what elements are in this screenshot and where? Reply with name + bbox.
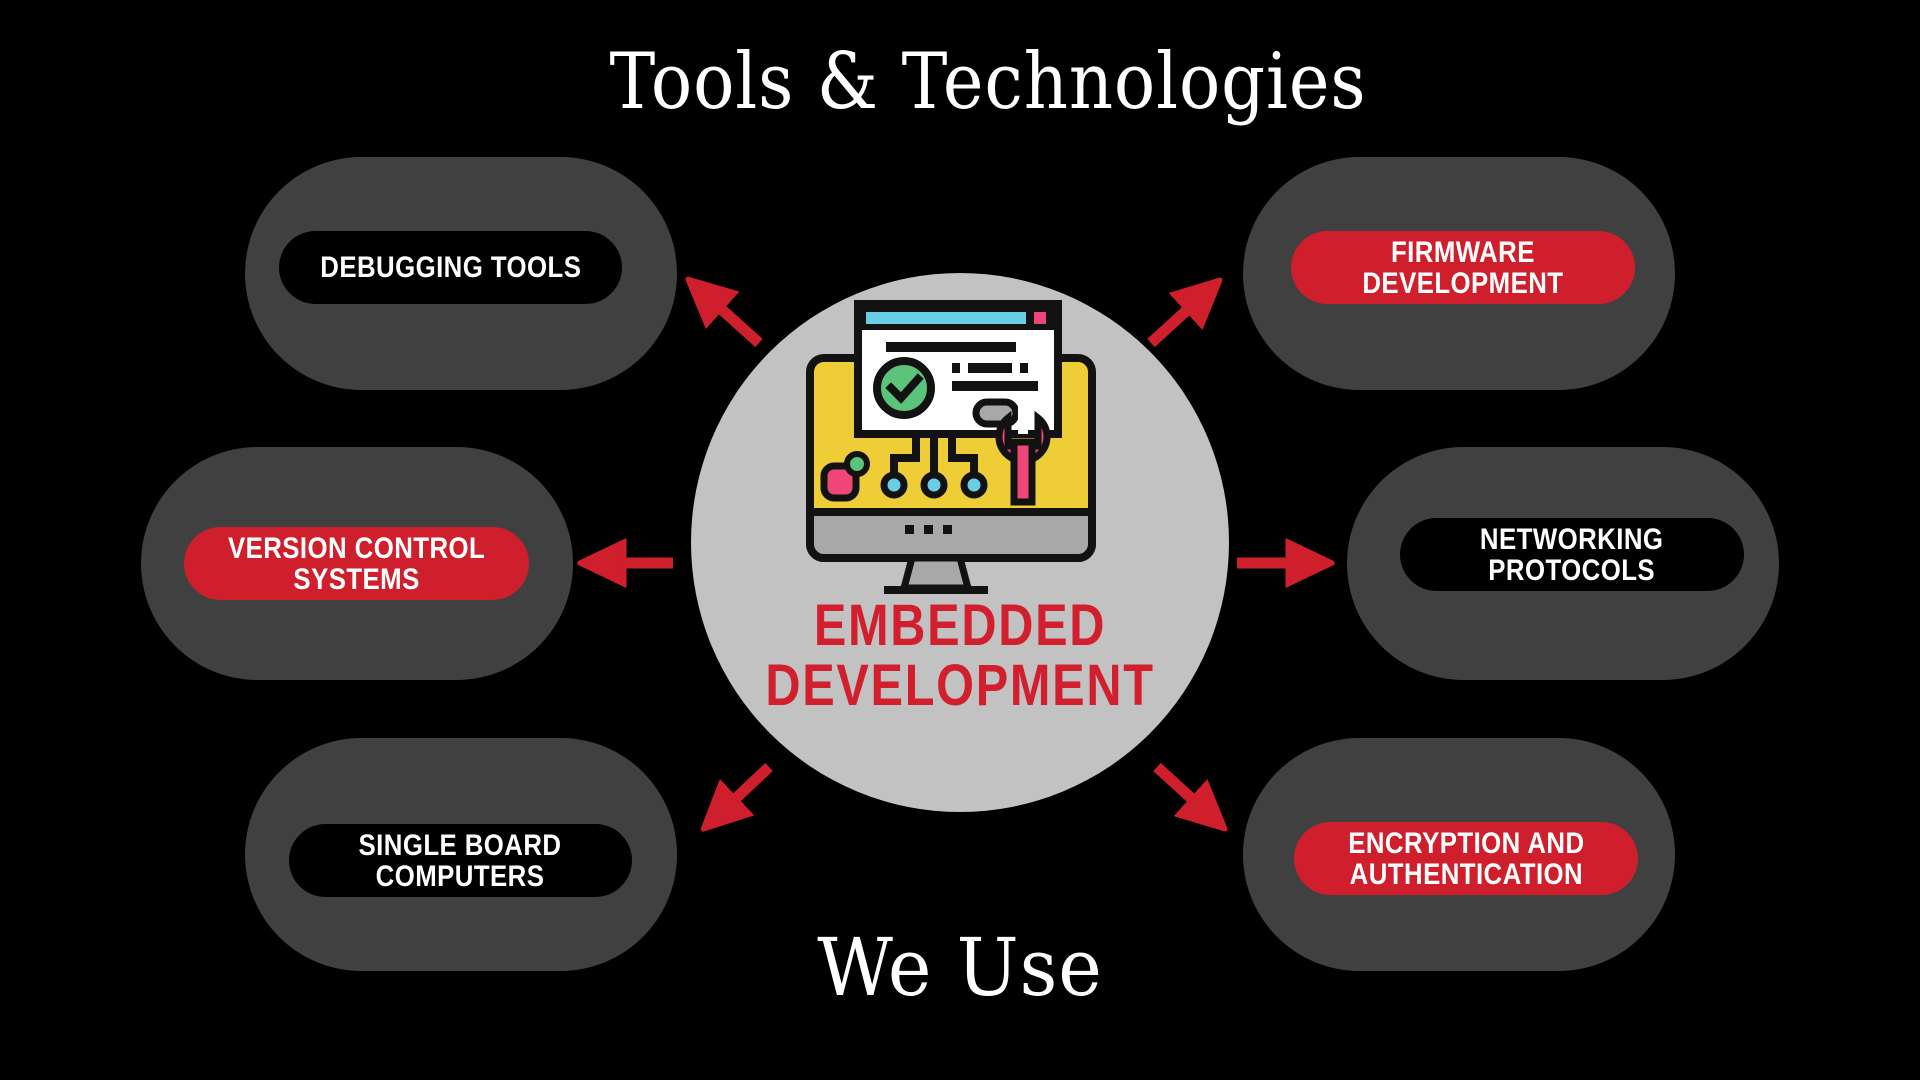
node-chip-firmware-development: FIRMWARE DEVELOPMENT <box>1291 231 1635 304</box>
node-chip-version-control-systems: VERSION CONTROL SYSTEMS <box>184 527 529 600</box>
page-subtitle: We Use <box>817 921 1103 1014</box>
node-card-version-control-systems[interactable]: VERSION CONTROL SYSTEMS <box>141 447 573 680</box>
node-label: SINGLE BOARD COMPUTERS <box>359 828 562 893</box>
node-label: NETWORKING PROTOCOLS <box>1480 522 1664 587</box>
node-label: ENCRYPTION AND AUTHENTICATION <box>1347 826 1585 891</box>
hub-label: EMBEDDED DEVELOPMENT <box>765 593 1155 718</box>
arrow-down-left-icon <box>715 763 773 818</box>
arrow-down-right-icon <box>1153 762 1213 818</box>
node-label: FIRMWARE DEVELOPMENT <box>1362 235 1564 300</box>
node-card-debugging-tools[interactable]: DEBUGGING TOOLS <box>245 157 677 390</box>
arrow-up-left-icon <box>700 290 763 348</box>
node-card-networking-protocols[interactable]: NETWORKING PROTOCOLS <box>1347 447 1779 680</box>
arrow-up-right-icon <box>1147 291 1208 348</box>
node-card-encryption-and-authentication[interactable]: ENCRYPTION AND AUTHENTICATION <box>1243 738 1675 971</box>
node-chip-debugging-tools: DEBUGGING TOOLS <box>279 231 622 304</box>
page-title: Tools & Technologies <box>609 37 1367 127</box>
node-label: VERSION CONTROL SYSTEMS <box>227 531 486 596</box>
node-chip-encryption-and-authentication: ENCRYPTION AND AUTHENTICATION <box>1294 822 1638 895</box>
node-chip-networking-protocols: NETWORKING PROTOCOLS <box>1400 518 1744 591</box>
monitor-circuit-wrench-icon <box>806 300 1096 594</box>
node-chip-single-board-computers: SINGLE BOARD COMPUTERS <box>289 824 632 897</box>
node-card-single-board-computers[interactable]: SINGLE BOARD COMPUTERS <box>245 738 677 971</box>
node-label: DEBUGGING TOOLS <box>319 251 582 284</box>
node-card-firmware-development[interactable]: FIRMWARE DEVELOPMENT <box>1243 157 1675 390</box>
